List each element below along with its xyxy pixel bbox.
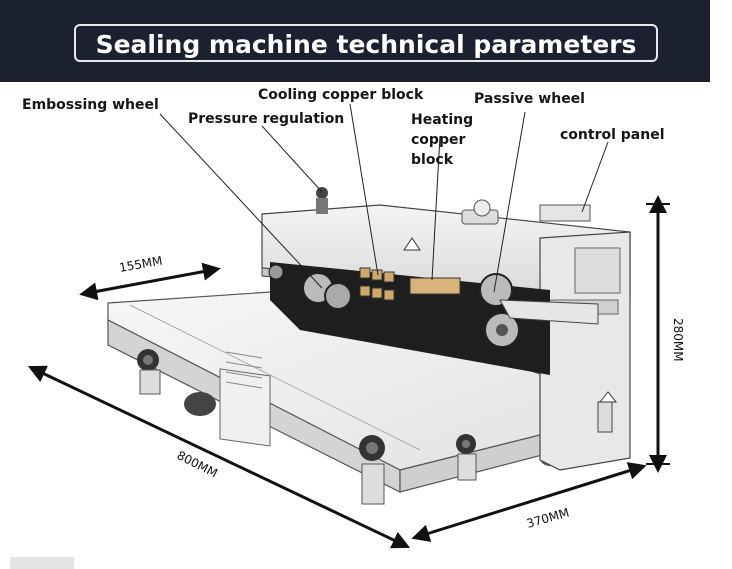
- corner-tab: [10, 557, 74, 569]
- label-control-panel: control panel: [560, 127, 665, 143]
- label-heating-copper-block: Heating copper block: [411, 110, 473, 170]
- leader-lines: [159, 103, 609, 293]
- label-pressure-regulation: Pressure regulation: [188, 111, 345, 127]
- label-heating-line-3: block: [411, 152, 454, 168]
- label-embossing-wheel: Embossing wheel: [22, 97, 159, 113]
- page-title: Sealing machine technical parameters: [74, 24, 658, 62]
- adjust-knob-front: [359, 435, 385, 505]
- title-banner: Sealing machine technical parameters: [0, 0, 710, 82]
- dimension-width-top: 155MM: [118, 254, 163, 275]
- label-passive-wheel: Passive wheel: [474, 91, 585, 107]
- label-heating-line-2: copper: [411, 132, 466, 148]
- adjust-knob-left: [137, 349, 161, 395]
- wheel-assembly: [268, 264, 618, 433]
- base-wheel: [184, 392, 216, 416]
- dimension-depth: 370MM: [525, 505, 571, 530]
- label-cooling-copper-block: Cooling copper block: [258, 87, 424, 103]
- dimension-height: 280MM: [671, 318, 685, 362]
- dimension-ticks: [646, 203, 670, 465]
- adjust-knob-right: [456, 434, 477, 481]
- dimension-lines: [27, 195, 667, 549]
- label-heating-line-1: Heating: [411, 112, 474, 128]
